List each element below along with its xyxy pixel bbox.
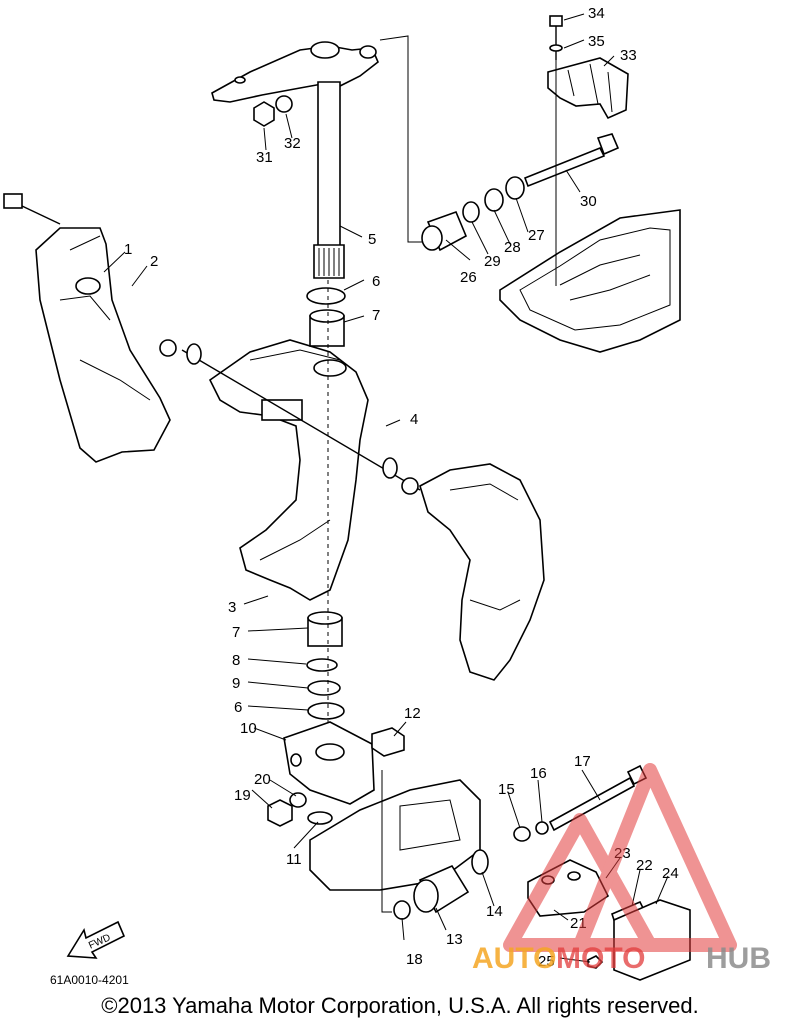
nut-19 [267, 799, 293, 827]
washer-18 [393, 900, 411, 920]
washer-15 [513, 826, 531, 842]
part-label-6-lower: 6 [234, 699, 242, 716]
part-label-15: 15 [498, 781, 515, 798]
frame-line-upper [379, 35, 422, 243]
washer-9 [307, 680, 341, 696]
copyright-notice: ©2013 Yamaha Motor Corporation, U.S.A. A… [101, 993, 699, 1018]
part-label-29: 29 [484, 253, 501, 270]
part-label-27: 27 [528, 227, 545, 244]
washer-28 [484, 188, 504, 212]
circlip-11 [307, 811, 333, 825]
part-label-6-upper: 6 [372, 273, 380, 290]
part-label-7-upper: 7 [372, 307, 380, 324]
bushing-7-upper [309, 309, 345, 347]
part-label-35: 35 [588, 33, 605, 50]
rubber-mount-13 [413, 864, 470, 914]
part-label-16: 16 [530, 765, 547, 782]
transom-plate [499, 209, 681, 353]
part-label-13: 13 [446, 931, 463, 948]
fwd-arrow: FWD [66, 920, 126, 959]
steering-yoke-10 [283, 721, 375, 805]
watermark-moto: MOTO [556, 942, 645, 975]
part-label-30: 30 [580, 193, 597, 210]
part-label-28: 28 [504, 239, 521, 256]
washer-29 [462, 201, 480, 223]
watermark-hub: HUB [706, 942, 771, 975]
bushing-26 [421, 210, 468, 252]
part-label-26: 26 [460, 269, 477, 286]
part-label-18: 18 [406, 951, 423, 968]
part-label-25: 25 [538, 953, 555, 970]
part-label-7-lower: 7 [232, 624, 240, 641]
part-12 [371, 727, 405, 757]
o-ring-8 [306, 658, 338, 672]
part-label-5: 5 [368, 231, 376, 248]
frame-line-lower [381, 770, 392, 913]
steering-arm [211, 41, 379, 103]
washer-35 [549, 44, 563, 52]
part-label-1: 1 [124, 241, 132, 258]
part-label-12: 12 [404, 705, 421, 722]
washer-27 [505, 176, 525, 200]
part-label-10: 10 [240, 720, 257, 737]
part-label-17: 17 [574, 753, 591, 770]
part-label-32: 32 [284, 135, 301, 152]
part-label-4: 4 [410, 411, 418, 428]
bolt-34 [549, 15, 563, 60]
part-label-20: 20 [254, 771, 271, 788]
watermark-auto: AUTO [472, 942, 556, 975]
bolt-30 [523, 133, 620, 188]
swivel-bracket [208, 339, 369, 601]
part-label-8: 8 [232, 652, 240, 669]
right-clamp-bracket [419, 463, 545, 681]
part-label-22: 22 [636, 857, 653, 874]
diagram-reference-code: 61A0010-4201 [50, 973, 129, 987]
part-label-33: 33 [620, 47, 637, 64]
grease-fitting-cable [3, 193, 61, 225]
bushing-7-lower [307, 611, 343, 647]
part-label-3: 3 [228, 599, 236, 616]
washer-6-upper [306, 287, 346, 305]
part-label-2: 2 [150, 253, 158, 270]
nut-25 [587, 955, 604, 969]
part-label-14: 14 [486, 903, 503, 920]
nut-31-washer-32 [253, 95, 293, 127]
part-label-11: 11 [286, 851, 302, 868]
part-label-34: 34 [588, 5, 605, 22]
washer-6-lower [307, 702, 345, 720]
washer-14 [471, 849, 489, 875]
washer-20 [289, 792, 307, 808]
part-labels: 1 2 3 4 5 6 6 7 7 8 9 10 11 12 13 14 15 … [124, 5, 679, 970]
part-label-31: 31 [256, 149, 273, 166]
bracket-33 [547, 57, 629, 120]
left-clamp-bracket [35, 227, 171, 463]
automotohub-watermark-logo: AUTO MOTO HUB [472, 763, 771, 975]
part-label-19: 19 [234, 787, 251, 804]
tilt-tube [159, 339, 421, 495]
part-label-9: 9 [232, 675, 240, 692]
steering-shaft [313, 81, 345, 279]
part-label-24: 24 [662, 865, 679, 882]
